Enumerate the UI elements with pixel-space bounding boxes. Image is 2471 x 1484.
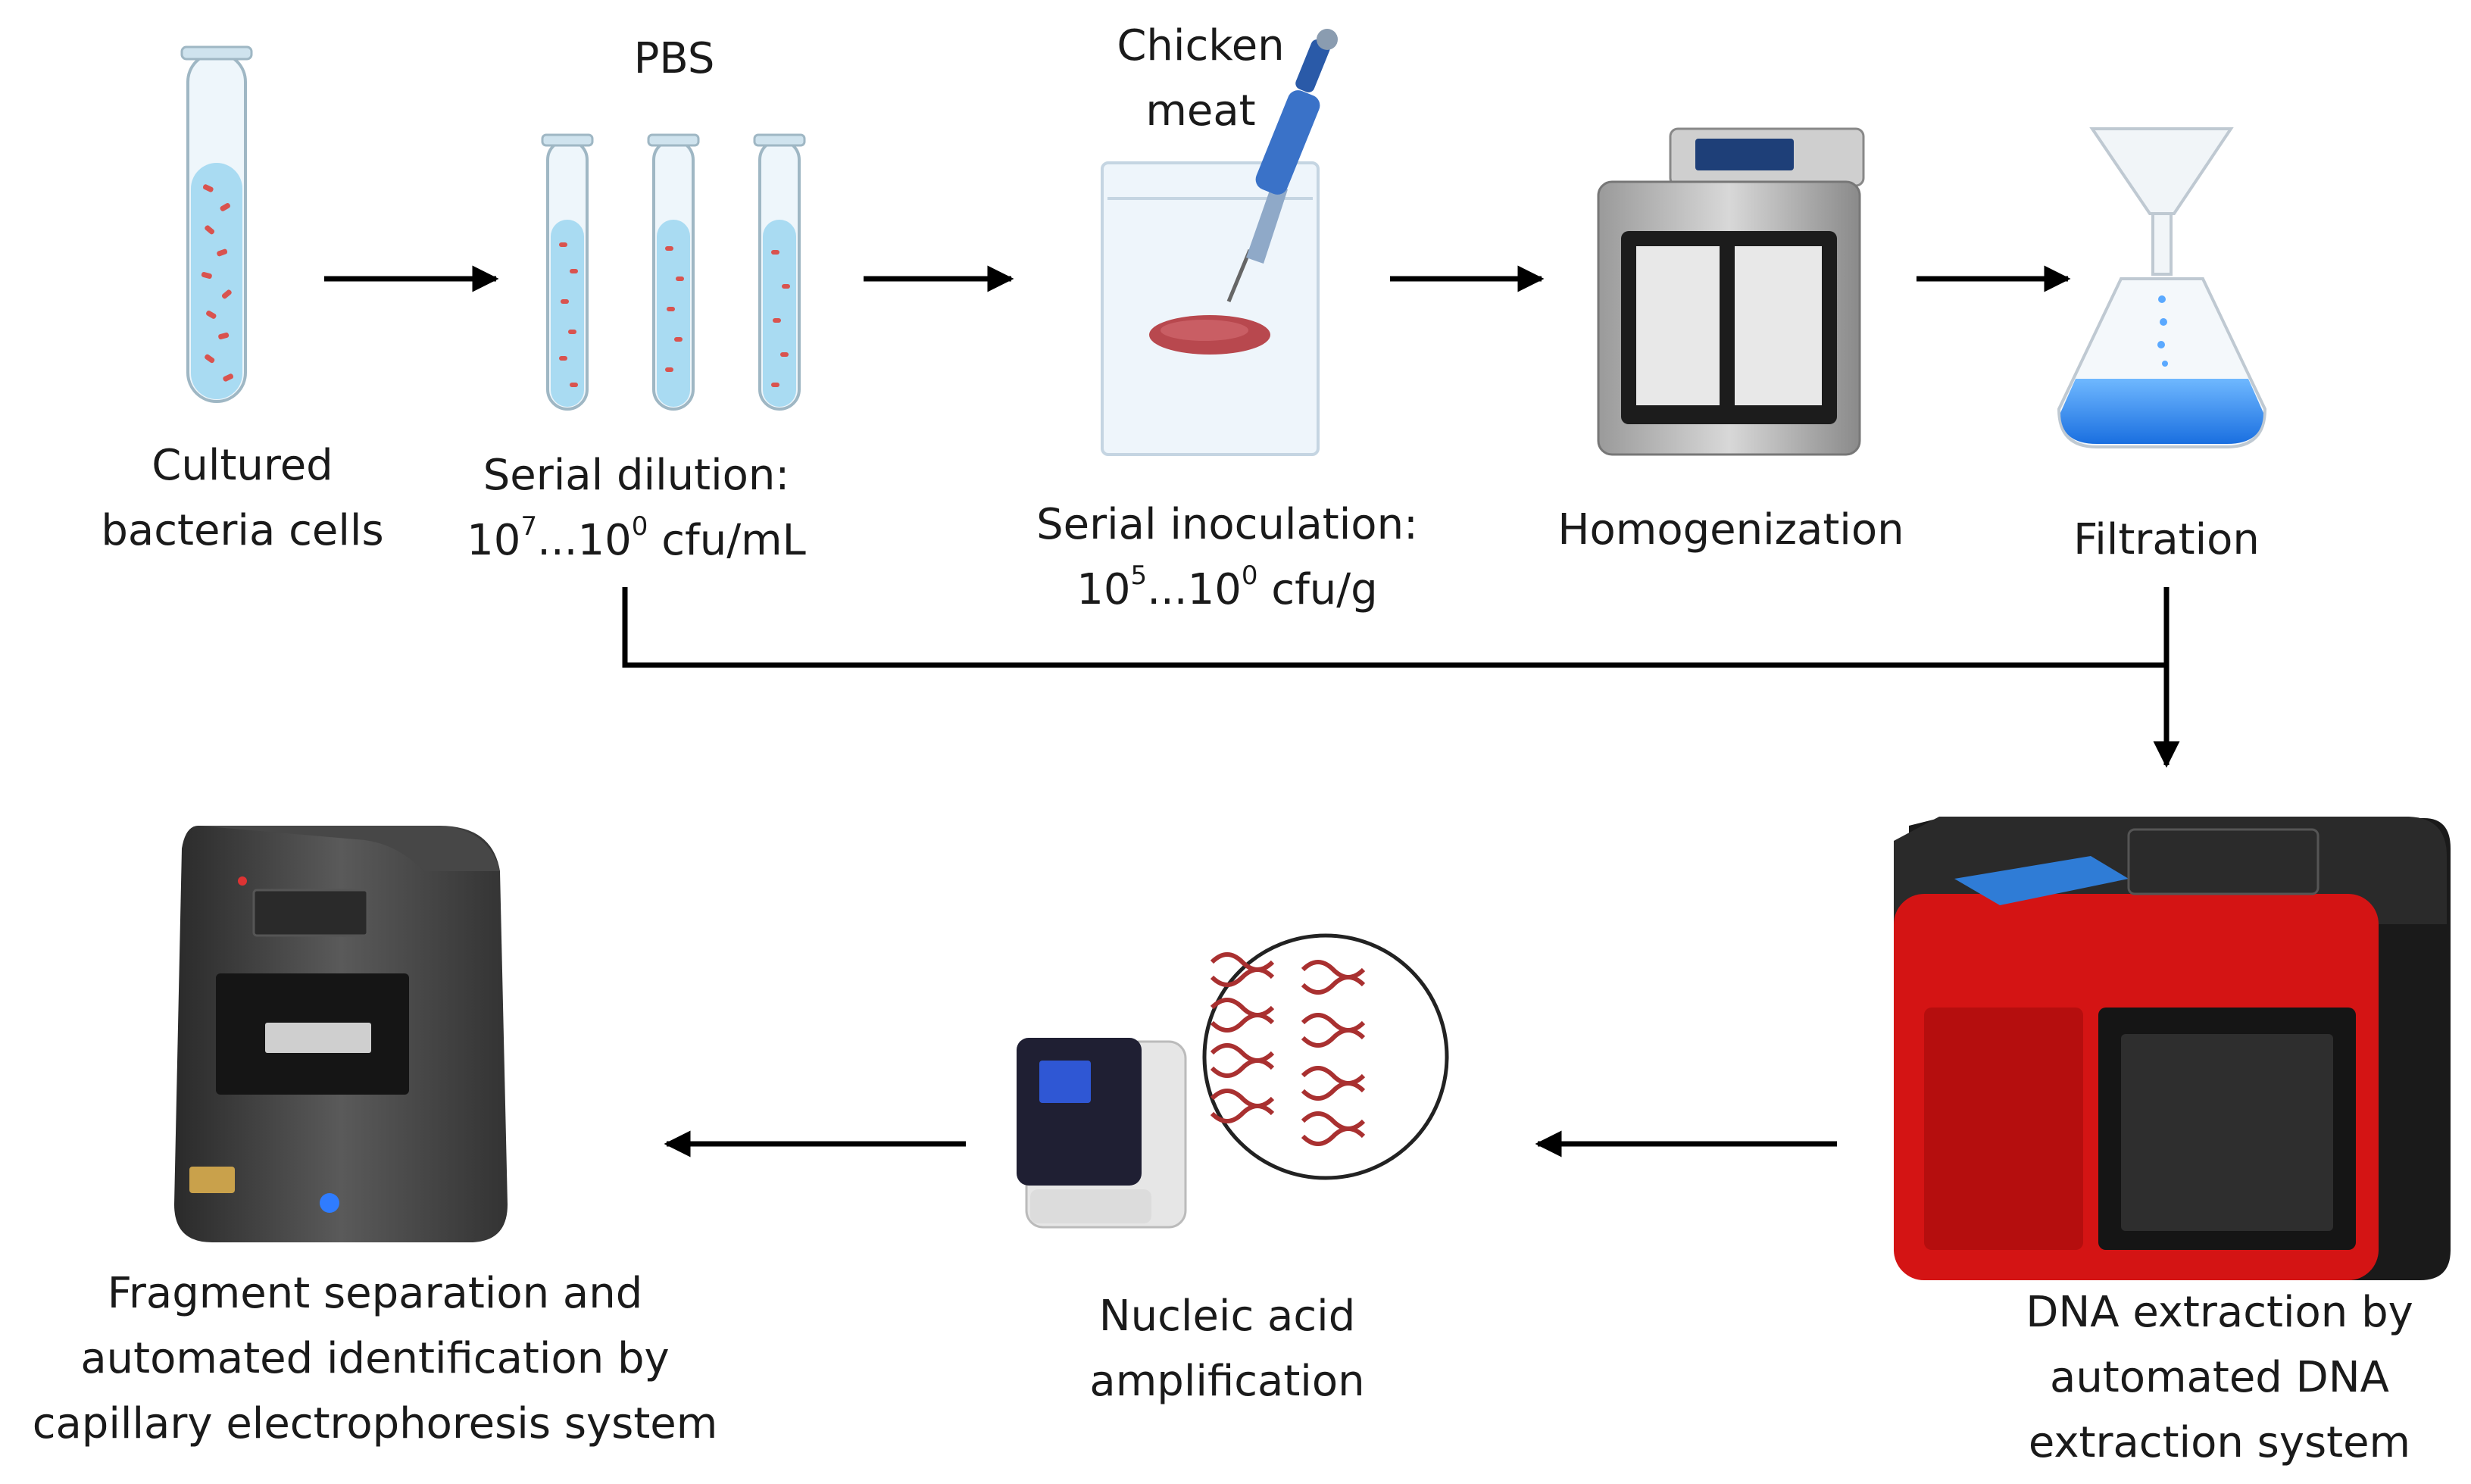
filtration-flask-icon — [2057, 127, 2267, 448]
cultured-tube-icon — [180, 45, 253, 403]
extraction-line1: DNA extraction by — [2026, 1288, 2413, 1337]
chicken-line1: Chicken — [1117, 21, 1285, 70]
ce-system-icon — [174, 826, 508, 1242]
pbs-label: PBS — [633, 34, 715, 83]
connector-line — [622, 587, 2166, 668]
dna-circle-icon — [1202, 933, 1449, 1180]
separation-line1: Fragment separation and — [107, 1269, 643, 1318]
meat-bag-icon — [1101, 161, 1320, 456]
separation-label: Fragment separation and automated identi… — [8, 1261, 742, 1457]
homogenization-label: Homogenization — [1557, 505, 1904, 555]
inoculation-line1: Serial inoculation: — [1036, 500, 1418, 549]
dilution-tubes-icon — [541, 133, 806, 411]
chicken-line2: meat — [1145, 86, 1256, 136]
separation-line2: automated identification by — [80, 1334, 670, 1383]
homogenizer-icon — [1597, 127, 1865, 456]
cultured-line2: bacteria cells — [101, 506, 384, 555]
amplification-line2: amplification — [1089, 1357, 1365, 1406]
pcr-machine-icon — [1017, 1038, 1187, 1229]
amplification-label: Nucleic acid amplification — [1015, 1284, 1439, 1414]
chicken-label: Chicken meat — [1091, 14, 1310, 144]
cultured-line1: Cultured — [152, 441, 333, 490]
dilution-label: Serial dilution: 107...100 cfu/mL — [424, 443, 848, 573]
inoculation-label: Serial inoculation: 105...100 cfu/g — [992, 492, 1462, 623]
filtration-label: Filtration — [2073, 515, 2260, 564]
cultured-label: Cultured bacteria cells — [61, 433, 424, 564]
pipette-icon — [1226, 29, 1338, 302]
dilution-line1: Serial dilution: — [483, 451, 790, 500]
separation-line3: capillary electrophoresis system — [32, 1399, 718, 1448]
inoculation-range: 105...100 cfu/g — [1076, 561, 1378, 614]
dilution-range: 107...100 cfu/mL — [467, 511, 806, 565]
extraction-line2: automated DNA — [2050, 1353, 2389, 1402]
extraction-label: DNA extraction by automated DNA extracti… — [1939, 1280, 2471, 1476]
amplification-line1: Nucleic acid — [1098, 1292, 1356, 1341]
dna-extractor-icon — [1894, 817, 2451, 1280]
extraction-line3: extraction system — [2028, 1418, 2411, 1467]
